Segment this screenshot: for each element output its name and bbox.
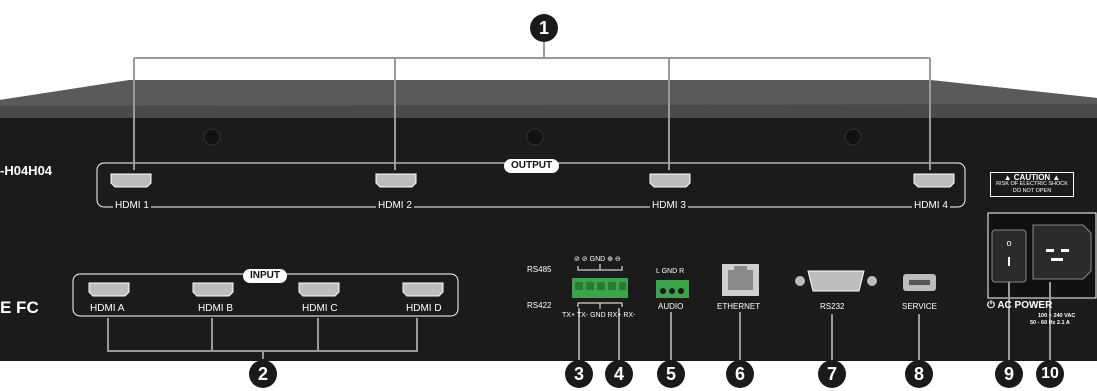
output-port-label-3: HDMI 3 [650, 200, 688, 211]
power-spec-1: 100 ~ 240 VAC [1038, 313, 1076, 319]
rs232-label: RS232 [820, 302, 845, 311]
rs422-pin-labels: TX+ TX- GND RX+ RX- [562, 312, 636, 319]
callout-badge-10: 10 [1036, 360, 1064, 388]
rs485-pin-labels: ⊘ ⊘ GND ⊕ ⊖ [574, 256, 621, 263]
audio-pin-labels: L GND R [656, 268, 685, 275]
output-port-label-4: HDMI 4 [912, 200, 950, 211]
hdmi-port-b [192, 282, 234, 297]
callout-lines [107, 42, 1051, 360]
screw-2 [526, 128, 544, 146]
hdmi-port-d [402, 282, 444, 297]
callout-badge-6: 6 [726, 360, 754, 388]
ethernet-label: ETHERNET [717, 302, 761, 311]
power-spec-2: 50 - 60 Hz 2.1 A [1030, 320, 1070, 326]
output-port-label-2: HDMI 2 [376, 200, 414, 211]
input-port-label-b: HDMI B [196, 303, 235, 314]
hdmi-port-3 [649, 173, 691, 188]
caution-line-1: RISK OF ELECTRIC SHOCK [996, 181, 1068, 187]
audio-label: AUDIO [658, 302, 684, 311]
service-label: SERVICE [902, 302, 937, 311]
rs232-port [795, 270, 877, 292]
input-group-label: INPUT [243, 269, 287, 283]
serial-pin-brackets [577, 264, 623, 309]
hdmi-port-4 [913, 173, 955, 188]
rs485-label: RS485 [527, 265, 552, 274]
callout-badge-9: 9 [995, 360, 1023, 388]
rs422-label: RS422 [527, 301, 552, 310]
input-port-label-a: HDMI A [88, 303, 127, 314]
model-name: -H04H04 [0, 163, 53, 178]
hdmi-input-ports [88, 282, 444, 297]
callout-badge-1: 1 [530, 14, 558, 42]
hdmi-output-ports [110, 173, 955, 188]
output-port-label-1: HDMI 1 [113, 200, 151, 211]
screw-3 [844, 128, 862, 146]
caution-line-2: DO NOT OPEN [1012, 188, 1052, 194]
output-group-label: OUTPUT [504, 159, 560, 173]
audio-terminal-holes [660, 288, 684, 294]
ac-power-label: ⏻ AC POWER [987, 300, 1053, 311]
chassis-face [0, 118, 1097, 361]
callout-badge-8: 8 [905, 360, 933, 388]
callout-badge-3: 3 [565, 360, 593, 388]
hdmi-port-c [298, 282, 340, 297]
callout-badge-5: 5 [657, 360, 685, 388]
callout-badge-4: 4 [605, 360, 633, 388]
hdmi-port-a [88, 282, 130, 297]
input-port-label-c: HDMI C [300, 303, 340, 314]
callout-badge-7: 7 [818, 360, 846, 388]
svg-text:o: o [1006, 238, 1011, 248]
screw-1 [203, 128, 221, 146]
caution-title: ▲ CAUTION ▲ [1003, 173, 1061, 182]
serial-terminal-pins [575, 282, 626, 290]
hdmi-port-2 [375, 173, 417, 188]
callout-badge-2: 2 [249, 360, 277, 388]
input-port-label-d: HDMI D [404, 303, 444, 314]
fcc-mark: E FC [0, 298, 39, 317]
chassis-top-edge [0, 80, 1097, 106]
hdmi-port-1 [110, 173, 152, 188]
caution-label: ▲ CAUTION ▲ RISK OF ELECTRIC SHOCK DO NO… [990, 172, 1074, 197]
